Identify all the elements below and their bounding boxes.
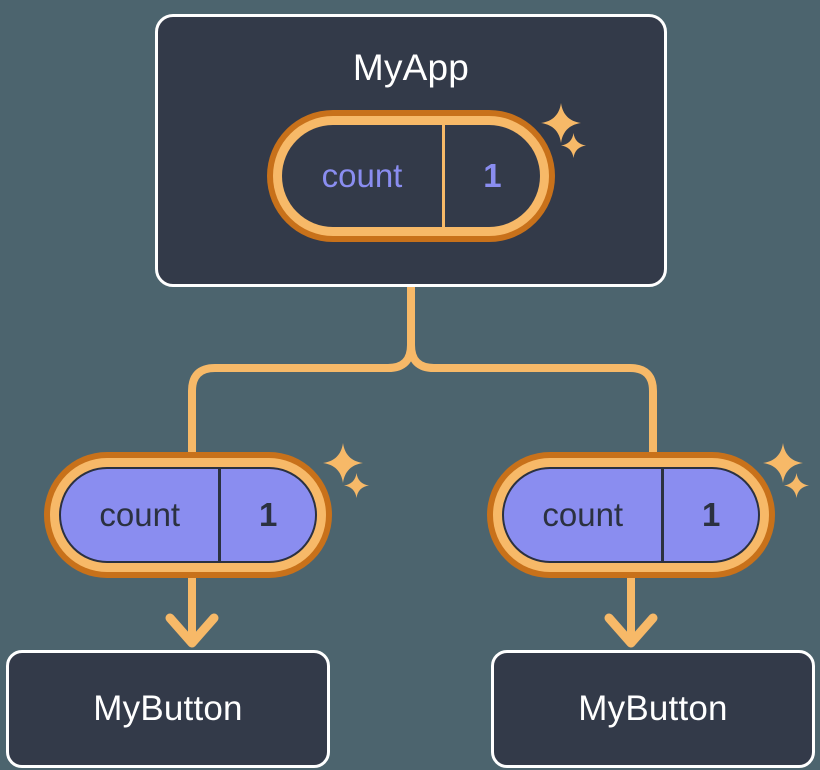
branch-connector-icon — [407, 284, 657, 456]
state-key: count — [99, 496, 181, 533]
sparkle-icon — [763, 443, 803, 483]
state-key: count — [542, 496, 624, 533]
mybutton-card-label: MyButton — [93, 689, 243, 728]
pill-ring: count 1 — [493, 458, 769, 572]
pill-body: count 1 — [59, 467, 317, 563]
state-key: count — [321, 157, 403, 194]
state-value: 1 — [218, 469, 315, 561]
myapp-card-title: MyApp — [352, 47, 470, 88]
pill-ring: count 1 — [273, 116, 549, 236]
sparkle-icon — [323, 443, 363, 483]
arrow-down-icon — [604, 613, 658, 648]
branch-connector-icon — [188, 284, 415, 456]
pill-body: count 1 — [502, 467, 760, 563]
sparkle-icon — [344, 473, 369, 498]
mybutton-card-left[interactable]: MyButton — [6, 650, 330, 768]
myapp-state-pill[interactable]: count 1 — [267, 110, 555, 242]
state-value: 1 — [661, 469, 758, 561]
arrow-down-icon — [165, 613, 219, 648]
right-state-pill[interactable]: count 1 — [487, 452, 775, 578]
pill-body: count 1 — [282, 125, 540, 227]
pill-ring: count 1 — [50, 458, 326, 572]
sparkle-icon — [784, 473, 809, 498]
state-value: 1 — [441, 125, 540, 227]
mybutton-card-label: MyButton — [578, 689, 728, 728]
mybutton-card-right[interactable]: MyButton — [491, 650, 815, 768]
left-state-pill[interactable]: count 1 — [44, 452, 332, 578]
